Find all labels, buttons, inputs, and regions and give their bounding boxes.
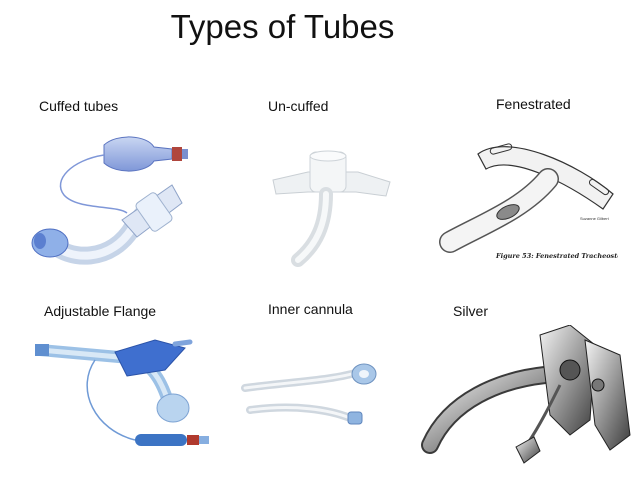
page-title: Types of Tubes: [170, 8, 395, 45]
label-cuffed-tubes: Cuffed tubes: [39, 98, 119, 114]
inner-cannula-image: [240, 360, 400, 440]
fenestrated-tube-image: Suzanne Gilbert Figure 53: Fenestrated T…: [438, 124, 618, 264]
label-silver: Silver: [453, 303, 489, 319]
label-adjustable-flange: Adjustable Flange: [44, 303, 157, 319]
fenestrated-credit: Suzanne Gilbert: [580, 216, 610, 221]
fenestrated-figure-caption: Figure 53: Fenestrated Tracheostomy Tube: [495, 252, 618, 260]
adjustable-flange-tube-image: [35, 330, 225, 460]
cuffed-tube-image: [22, 125, 192, 280]
silver-tube-image: [420, 325, 635, 475]
label-fenestrated: Fenestrated: [496, 96, 571, 112]
uncuffed-tube-image: [268, 150, 398, 275]
label-inner-cannula: Inner cannula: [268, 301, 353, 317]
label-uncuffed: Un-cuffed: [268, 98, 329, 114]
